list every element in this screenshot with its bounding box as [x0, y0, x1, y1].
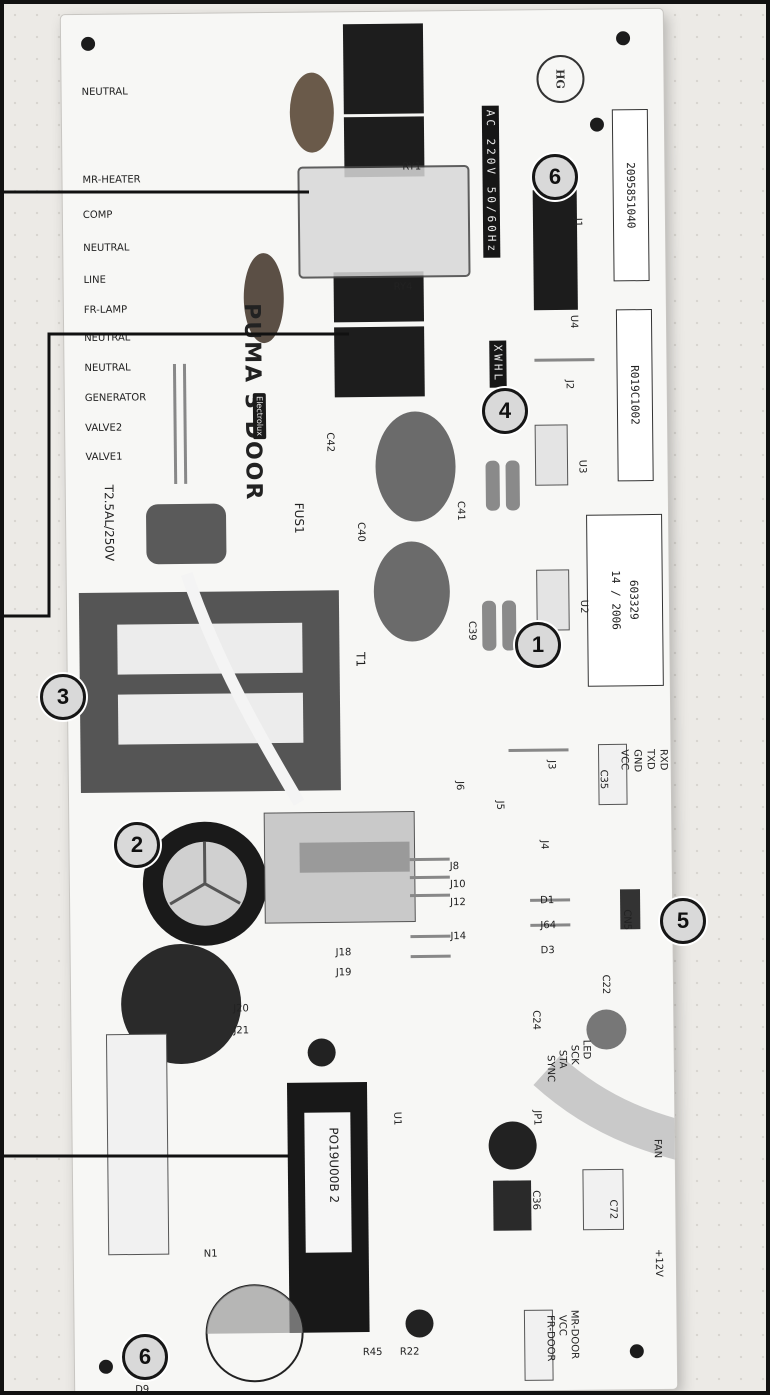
- clear-relay: [297, 164, 471, 279]
- relay-ry4: [334, 326, 425, 398]
- callout-4: 4: [482, 388, 528, 434]
- capacitor-c22: [488, 1121, 537, 1170]
- capacitor-c24: [307, 1038, 336, 1067]
- relay-ry2: [343, 116, 425, 178]
- relay-ry3: [333, 271, 425, 323]
- film-capacitor: [289, 72, 334, 153]
- capacitor-c35: [405, 1309, 434, 1338]
- resistor: [502, 600, 517, 651]
- callout-5: 5: [660, 898, 706, 944]
- fuse-holder: [146, 503, 227, 565]
- callout-1: 1: [515, 622, 561, 668]
- resistor: [485, 460, 500, 511]
- connector-n1: [105, 1033, 170, 1256]
- leader-lines: [4, 190, 349, 1158]
- connector-door: [523, 1309, 554, 1381]
- resistor: [482, 600, 497, 651]
- callout-2: 2: [114, 822, 160, 868]
- capacitor-vent: [169, 841, 241, 906]
- callout-6b: 6: [122, 1334, 168, 1380]
- cable-tie: [180, 571, 305, 806]
- jumper: [508, 748, 569, 753]
- connector-cn5: [582, 1168, 625, 1231]
- inductor: [375, 411, 456, 522]
- ribbon-cable: [533, 1055, 678, 1178]
- connector-tr2: [619, 889, 641, 930]
- callout-6: 6: [532, 154, 578, 200]
- resistor: [505, 460, 520, 511]
- jumper: [172, 364, 178, 485]
- pcb-components: [78, 23, 678, 1383]
- chip-label-sticker: [304, 1112, 352, 1253]
- ic-u4: [532, 189, 578, 311]
- connector-cn4: [493, 1180, 532, 1231]
- heatsink-fin: [299, 841, 410, 873]
- film-capacitor: [243, 253, 284, 344]
- ptc-thermistor: [586, 1009, 627, 1050]
- inductor: [373, 541, 450, 642]
- hatch: [206, 1285, 303, 1334]
- pcb-board: NEUTRAL MR-HEATER COMP NEUTRAL LINE FR-L…: [60, 8, 678, 1391]
- opto-u3: [534, 424, 569, 486]
- connector-cn3: [597, 743, 628, 806]
- callout-3: 3: [40, 674, 86, 720]
- leader-line: [4, 332, 349, 618]
- relay-ry1: [342, 23, 424, 115]
- jumper: [182, 363, 188, 484]
- jumper: [534, 358, 595, 362]
